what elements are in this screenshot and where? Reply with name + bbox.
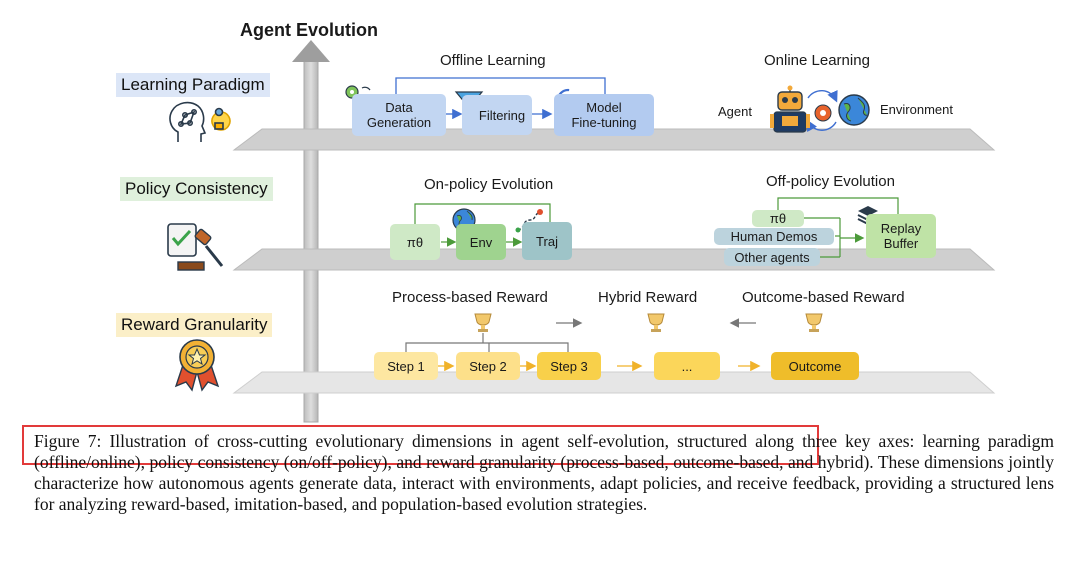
replay-buffer-box: Replay Buffer [866,214,936,258]
agent-label: Agent [718,104,752,119]
other-agents-label: Other agents [734,249,810,265]
brain-gear-bulb-icon [169,101,231,142]
model-fine-tuning-label-line2: Fine-tuning [571,115,637,130]
environment-label: Environment [880,102,953,117]
data-generation-label-line2: Generation [366,115,432,130]
offline-learning-title: Offline Learning [440,52,546,69]
dimension-label-learning-paradigm: Learning Paradigm [116,73,270,97]
human-demos-label: Human Demos [730,229,818,244]
platform-reward-granularity [232,371,996,394]
model-fine-tuning-label-line1: Model [586,100,622,115]
caption-highlight [22,425,819,465]
env-label: Env [469,234,493,250]
evolution-axis-arrow [292,40,330,423]
page-title: Agent Evolution [240,20,378,40]
traj-box: Traj [522,222,572,260]
step-2-box: Step 2 [456,352,520,380]
dimension-label-reward-granularity: Reward Granularity [116,313,273,337]
reward-bracket [405,333,569,352]
filtering-label: Filtering [478,107,526,123]
caption-rest: , structured along three key axes: learn… [34,431,1054,514]
online-learning-cycle [806,89,838,133]
data-generation-box: Data Generation [352,94,446,136]
human-demos-box: Human Demos [714,228,834,245]
on-policy-pi-theta-box: πθ [390,224,440,260]
ellipsis-step-label: ... [681,358,693,374]
off-policy-pi-theta-label: πθ [769,211,787,226]
on-policy-pi-theta-label: πθ [406,234,424,250]
replay-buffer-label-line2: Buffer [883,236,919,251]
model-fine-tuning-box: Model Fine-tuning [554,94,654,136]
step-3-label: Step 3 [550,358,588,374]
process-based-reward-title: Process-based Reward [392,289,548,306]
filtering-box: Filtering [462,95,532,135]
gear-icon [814,104,832,122]
step-3-box: Step 3 [537,352,601,380]
hybrid-reward-title: Hybrid Reward [598,289,698,306]
off-policy-pi-theta-box: πθ [752,210,804,227]
other-agents-box: Other agents [724,248,820,266]
step-1-label: Step 1 [387,358,425,374]
off-policy-connectors [777,197,899,258]
medal-icon [174,339,220,392]
robot-icon [770,85,810,133]
ellipsis-step-box: ... [654,352,720,380]
step-2-label: Step 2 [469,358,507,374]
on-policy-evolution-title: On-policy Evolution [424,176,554,193]
off-policy-evolution-title: Off-policy Evolution [766,173,895,190]
online-learning-title: Online Learning [764,52,870,69]
outcome-label: Outcome [788,358,842,374]
offline-learning-connectors [395,77,606,120]
dimension-label-policy-consistency: Policy Consistency [120,177,273,201]
checklist-gavel-icon [167,223,224,271]
trophy-icon [805,313,823,332]
trophy-icon [647,313,665,332]
on-policy-connectors [414,203,551,247]
caption-lead: Figure 7: Illustration of cross-cutting … [34,431,665,451]
outcome-box: Outcome [771,352,859,380]
traj-label: Traj [536,233,558,249]
env-box: Env [456,224,506,260]
data-generation-label-line1: Data [385,100,413,115]
step-1-box: Step 1 [374,352,438,380]
globe-icon [838,94,870,126]
replay-buffer-label-line1: Replay [880,221,922,236]
outcome-based-reward-title: Outcome-based Reward [742,289,905,306]
trophy-icon [474,313,492,332]
figure-caption: Figure 7: Illustration of cross-cutting … [34,431,1054,515]
